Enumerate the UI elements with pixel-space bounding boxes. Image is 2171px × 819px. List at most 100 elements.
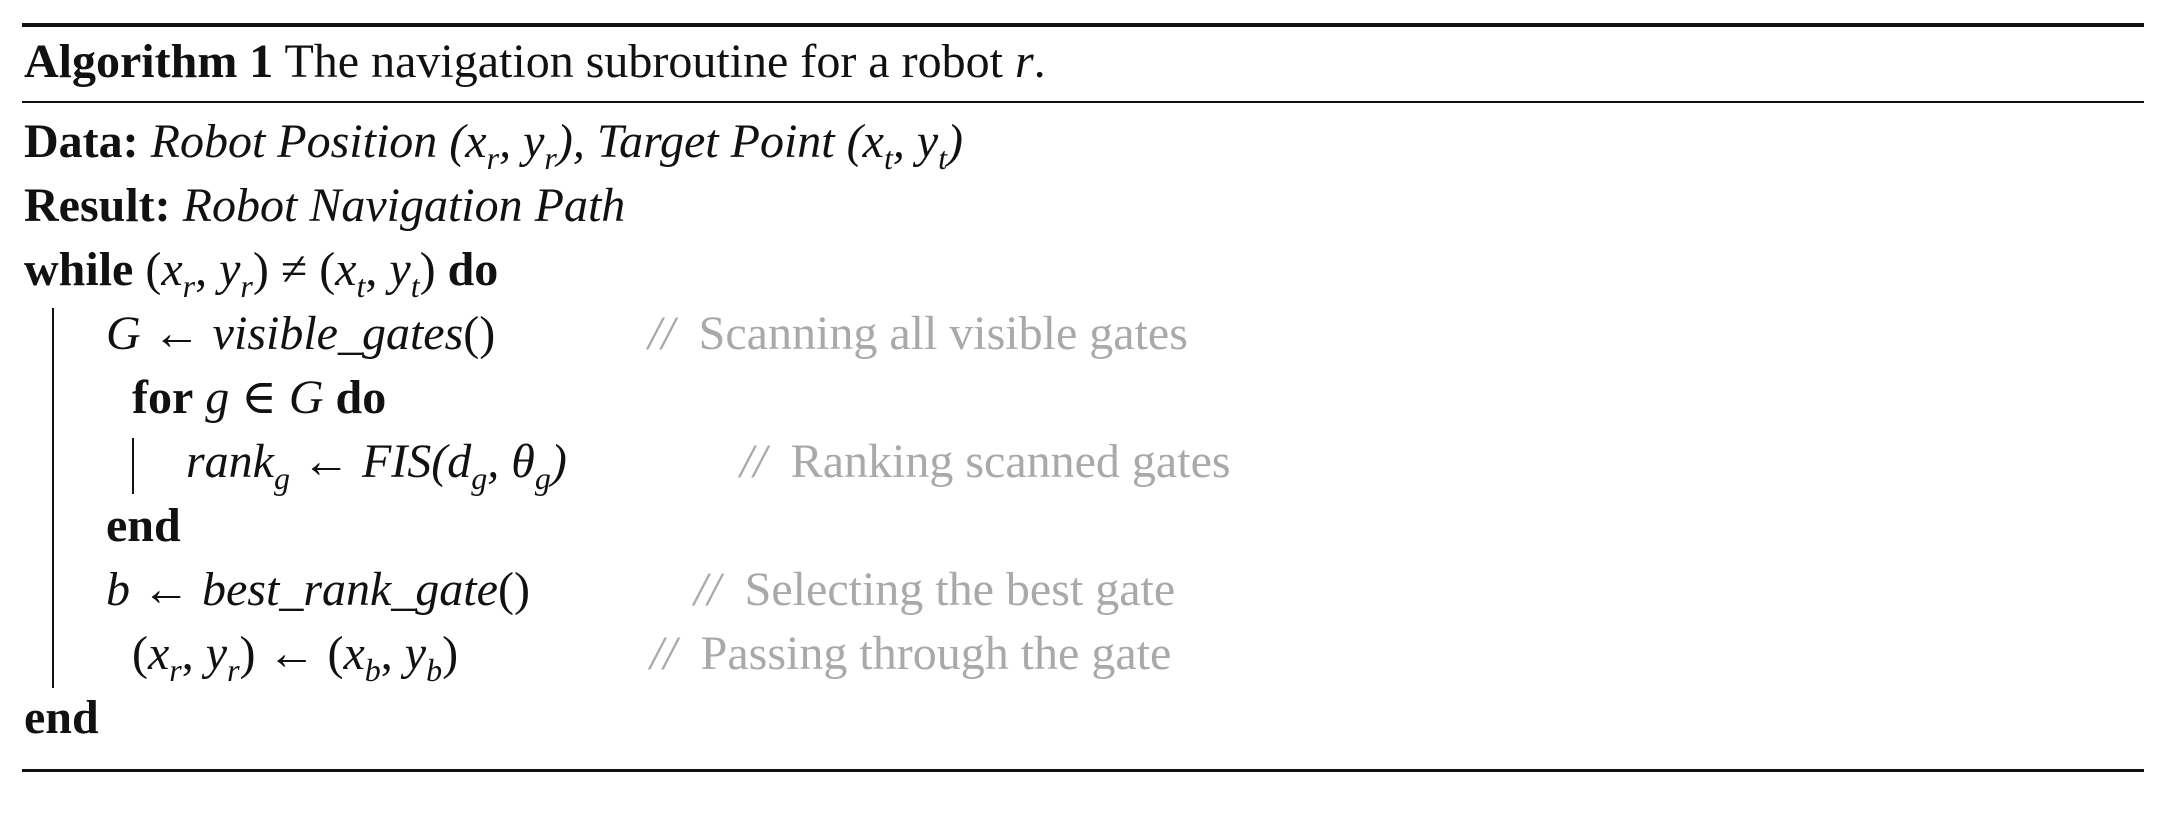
pass-close-1: ) [239, 627, 256, 680]
pass-y-sub: r [227, 652, 240, 688]
data-sub-2: r [544, 140, 557, 176]
pass-y: y [205, 627, 228, 680]
pass-line: (xr, yr) ← (xb, yb) [132, 626, 459, 688]
while-rhs-open: ( [319, 243, 336, 296]
for-set: G [288, 371, 324, 424]
while-x-sub: r [182, 268, 196, 304]
while-y-sub: r [240, 268, 253, 304]
rank-arg1-sub: g [471, 460, 488, 496]
for-var: g [205, 371, 230, 424]
data-comma-1: , [499, 115, 524, 168]
gates-comment: // Scanning all visible gates [648, 306, 1188, 362]
best-lhs: b [106, 563, 130, 616]
data-var-3: x [862, 115, 884, 168]
while-neq: ≠ [268, 243, 320, 296]
pass-x: x [147, 627, 170, 680]
pass-comment: // Passing through the gate [650, 626, 1171, 682]
data-comma-2: , [892, 115, 917, 168]
gates-call: visible_gates [212, 307, 464, 360]
result-line: Result: Robot Navigation Path [24, 178, 625, 234]
algorithm-title: Algorithm 1 The navigation subroutine fo… [24, 34, 1046, 90]
middle-rule [22, 101, 2144, 103]
rank-open: ( [431, 435, 448, 488]
while-comma-2: , [365, 243, 390, 296]
pass-yb-sub: b [426, 652, 443, 688]
for-block-bar [132, 438, 134, 494]
algorithm-title-var: r [1014, 35, 1034, 88]
gates-line: G ← visible_gates() [106, 306, 495, 362]
data-mid: ), Target Point ( [556, 115, 863, 168]
best-arrow: ← [130, 563, 202, 616]
data-sub-1: r [486, 140, 500, 176]
pass-close-2: ) [442, 627, 459, 680]
rank-lhs-sub: g [273, 460, 290, 496]
gates-comment-text: Scanning all visible gates [698, 307, 1188, 360]
for-keyword: for [132, 371, 194, 424]
pass-open-1: ( [132, 627, 148, 680]
rank-comment-slashes: // [740, 435, 767, 488]
best-comment-text: Selecting the best gate [744, 563, 1176, 616]
for-in: ∈ [229, 371, 289, 424]
while-yt-var: y [389, 243, 411, 296]
best-comment-slashes: // [694, 563, 721, 616]
data-var-4: y [916, 115, 939, 168]
best-parens: () [497, 563, 530, 616]
while-xt-sub: t [356, 268, 366, 304]
end-while-line: end [24, 690, 99, 746]
result-label: Result: [24, 179, 171, 232]
pass-yb-var: y [404, 627, 427, 680]
data-text-1: Robot Position ( [150, 115, 466, 168]
pass-xb-var: x [343, 627, 365, 680]
while-line: while (xr, yr) ≠ (xt, yt) do [24, 242, 499, 304]
while-xt-var: x [335, 243, 357, 296]
data-label: Data: [24, 115, 139, 168]
data-line: Data: Robot Position (xr, yr), Target Po… [24, 114, 964, 176]
gates-lhs: G [106, 307, 141, 360]
while-lhs-close: ) [252, 243, 269, 296]
pass-open-2: ( [327, 627, 344, 680]
while-keyword: while [24, 243, 134, 296]
gates-comment-slashes: // [648, 307, 675, 360]
data-sub-4: t [938, 140, 948, 176]
while-y: y [219, 243, 241, 296]
rank-arg2: θ [511, 435, 535, 488]
rank-close: ) [550, 435, 567, 488]
rank-arg2-sub: g [534, 460, 551, 496]
top-rule [22, 23, 2144, 27]
rank-line: rankg ← FIS(dg, θg) [186, 434, 567, 496]
pass-comma-2: , [380, 627, 405, 680]
rank-comma: , [487, 435, 512, 488]
while-block-bar [52, 308, 54, 688]
algorithm-title-end: . [1033, 35, 1046, 88]
gates-arrow: ← [140, 307, 213, 360]
algorithm-title-text: The navigation subroutine for a robot [284, 35, 1003, 88]
pass-comma-1: , [181, 627, 206, 680]
while-lhs-open: ( [145, 243, 162, 296]
for-line: for g ∈ G do [132, 370, 386, 426]
rank-arrow: ← [289, 435, 362, 488]
while-yt-sub: t [410, 268, 420, 304]
rank-func: FIS [361, 435, 432, 488]
best-line: b ← best_rank_gate() [106, 562, 530, 618]
pass-x-sub: r [169, 652, 182, 688]
data-sub-3: t [883, 140, 893, 176]
rank-arg1: d [447, 435, 472, 488]
end-for-line: end [106, 498, 181, 554]
best-comment: // Selecting the best gate [694, 562, 1175, 618]
pass-xb-sub: b [364, 652, 381, 688]
for-do-keyword: do [335, 371, 387, 424]
rank-lhs: rank [186, 435, 274, 488]
algorithm-number: Algorithm 1 [24, 35, 274, 88]
pass-comment-slashes: // [650, 627, 677, 680]
while-do-keyword: do [447, 243, 499, 296]
pass-arrow: ← [255, 627, 328, 680]
end-for-keyword: end [106, 499, 181, 552]
best-call: best_rank_gate [202, 563, 498, 616]
while-comma: , [195, 243, 220, 296]
data-end: ) [947, 115, 964, 168]
while-rhs-close: ) [419, 243, 436, 296]
gates-parens: () [463, 307, 496, 360]
rank-comment-text: Ranking scanned gates [790, 435, 1231, 488]
pass-comment-text: Passing through the gate [700, 627, 1172, 680]
bottom-rule [22, 769, 2144, 772]
